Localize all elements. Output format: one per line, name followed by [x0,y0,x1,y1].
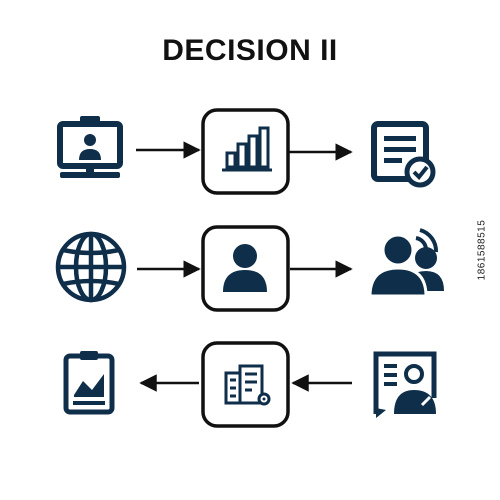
page-title: DECISION II [162,34,338,67]
globe-icon [55,231,127,303]
user-icon [223,244,267,292]
approved-document-icon [371,121,436,188]
report-clipboard-icon [63,351,115,415]
profile-card-icon [373,351,437,418]
buildings-gear-icon [224,364,271,406]
center-box-3 [201,341,290,428]
speaking-users-icon [368,228,444,298]
video-call-icon [57,116,123,178]
bar-chart-icon [222,126,272,172]
center-box-2 [201,225,290,312]
